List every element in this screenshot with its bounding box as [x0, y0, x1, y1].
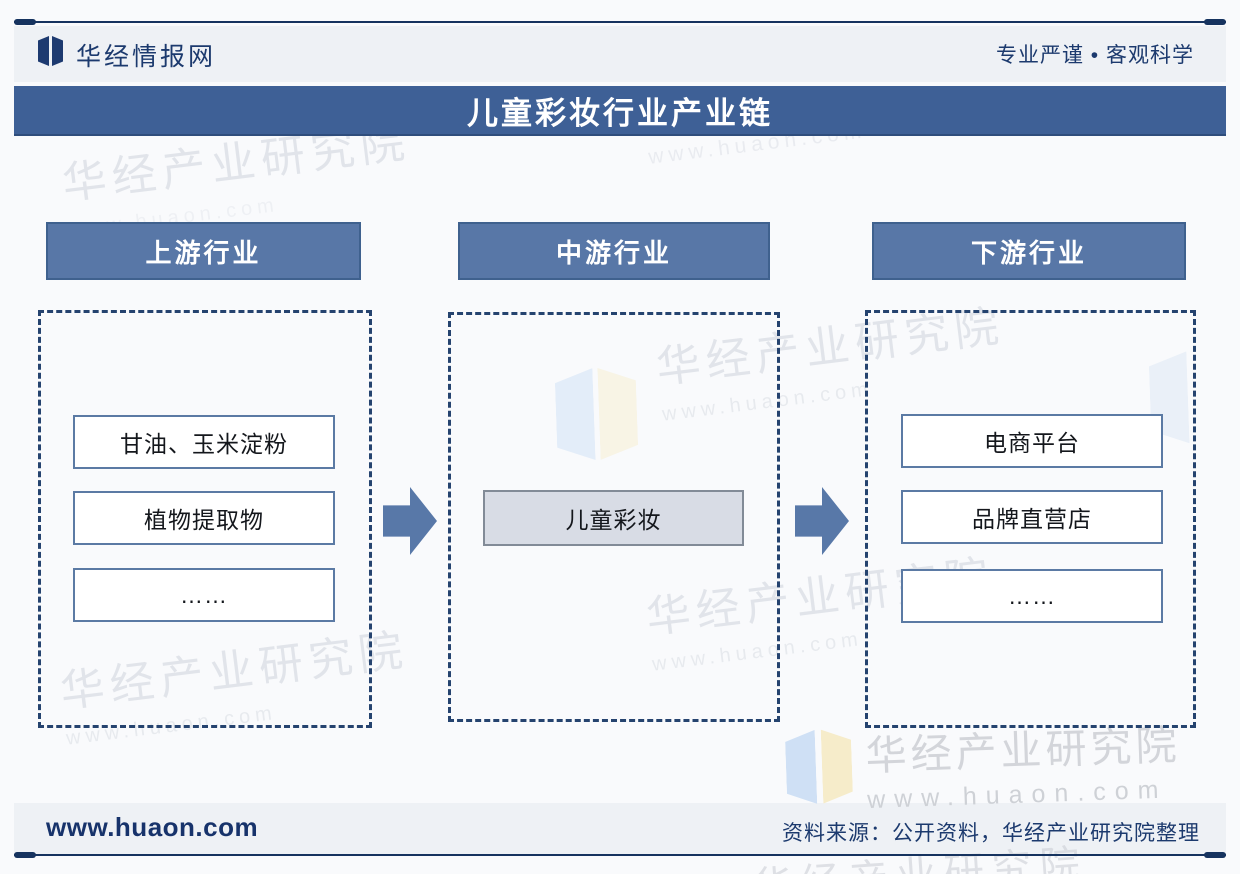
upstream-item: 甘油、玉米淀粉	[73, 415, 335, 469]
header-band	[14, 26, 1226, 82]
downstream-item: ……	[901, 569, 1163, 623]
upstream-header: 上游行业	[46, 222, 361, 280]
title-bar: 儿童彩妆行业产业链	[14, 86, 1226, 136]
bottom-rule-left-cap	[14, 852, 36, 858]
brand-name: 华经情报网	[76, 43, 217, 71]
midstream-header: 中游行业	[458, 222, 770, 280]
footer-site-url: www.huaon.com	[46, 812, 259, 842]
downstream-container	[865, 310, 1196, 728]
top-rule-right-cap	[1204, 19, 1226, 25]
upstream-item: 植物提取物	[73, 491, 335, 545]
footer-source-note: 资料来源：公开资料，华经产业研究院整理	[782, 822, 1200, 845]
huaon-logo-icon	[784, 723, 853, 805]
midstream-item: 儿童彩妆	[483, 490, 744, 546]
downstream-item: 品牌直营店	[901, 490, 1163, 544]
header-slogan: 专业严谨 • 客观科学	[995, 44, 1194, 67]
page-title: 儿童彩妆行业产业链	[467, 95, 773, 131]
downstream-item: 电商平台	[901, 414, 1163, 468]
upstream-container	[38, 310, 372, 728]
huajing-logo-icon	[38, 36, 63, 66]
top-rule	[14, 21, 1226, 23]
flow-arrow-right-icon	[795, 487, 849, 555]
top-rule-left-cap	[14, 19, 36, 25]
downstream-header: 下游行业	[872, 222, 1186, 280]
midstream-container	[448, 312, 780, 722]
bottom-rule-right-cap	[1204, 852, 1226, 858]
flow-arrow-right-icon	[383, 487, 437, 555]
upstream-item: ……	[73, 568, 335, 622]
bottom-rule	[14, 854, 1226, 856]
footer-band	[14, 803, 1226, 855]
